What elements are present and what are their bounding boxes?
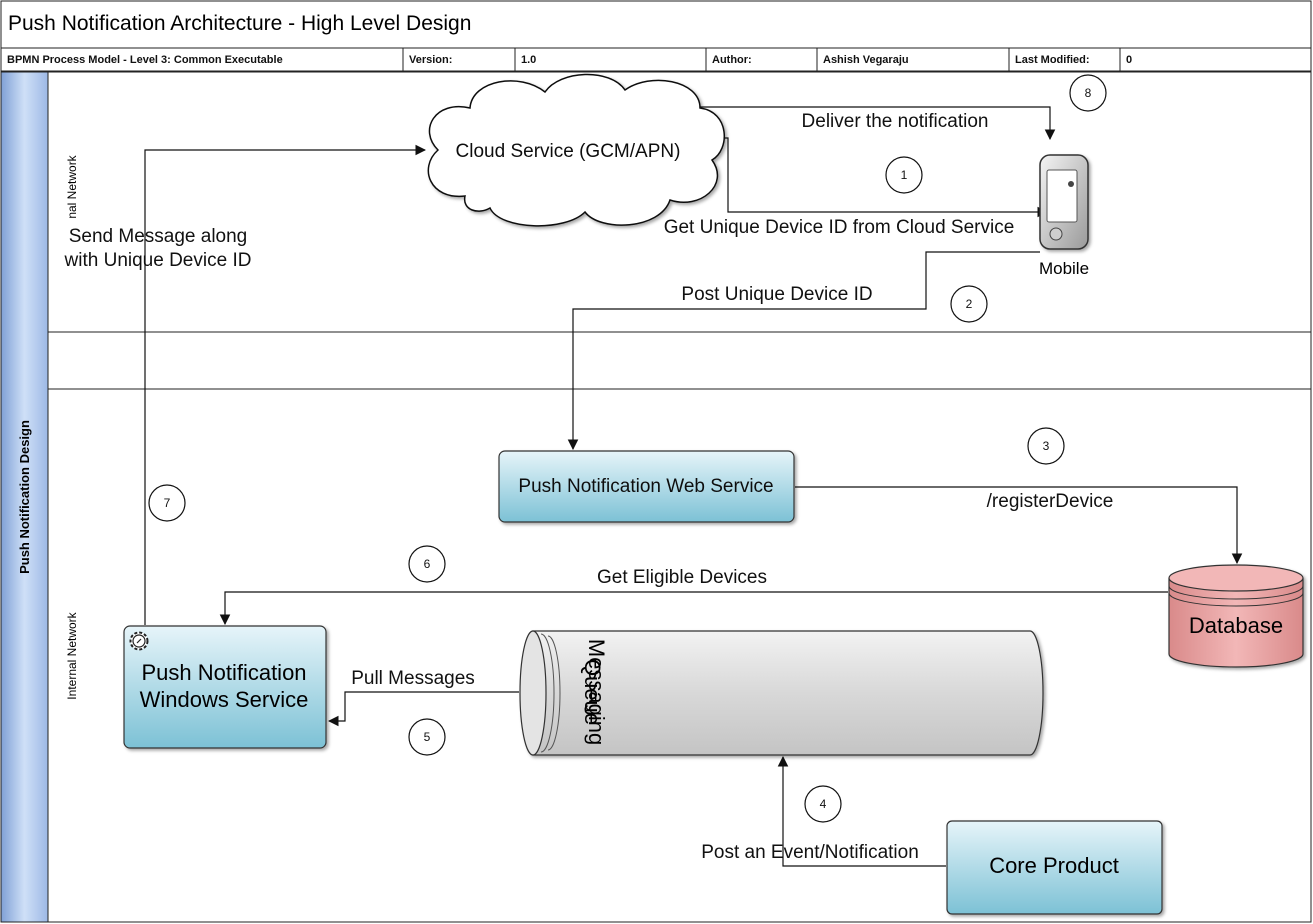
version-label: Version: (409, 54, 452, 66)
step-number: 1 (901, 168, 908, 182)
database: Database (1168, 564, 1304, 668)
send-message-label-line2: with Unique Device ID (64, 250, 252, 271)
database-label: Database (1189, 613, 1283, 638)
step-marker: 3 (1027, 427, 1065, 465)
step-number: 5 (424, 730, 431, 744)
header: Push Notification Architecture - High Le… (0, 0, 1312, 72)
post-id-label: Post Unique Device ID (681, 284, 872, 305)
windows-service-label-line1: Push Notification (141, 660, 306, 685)
windows-service-task: Push Notification Windows Service (123, 625, 327, 749)
mobile-phone-icon: Mobile (1039, 154, 1089, 278)
step-marker: 8 (1069, 74, 1107, 112)
web-service-label: Push Notification Web Service (518, 476, 773, 497)
last-modified-label: Last Modified: (1015, 54, 1090, 66)
windows-service-label-line2: Windows Service (140, 687, 309, 712)
flow-post-event (777, 755, 946, 867)
lane-label-internal: Internal Network (65, 611, 79, 699)
flow-eligible (219, 591, 1168, 626)
queue-label-line1: Messaging (584, 639, 609, 745)
step-marker: 4 (804, 785, 842, 823)
version-value: 1.0 (521, 54, 536, 66)
messaging-queue: Messaging Queue (519, 630, 1044, 756)
core-product-label: Core Product (989, 853, 1119, 878)
mobile-label: Mobile (1039, 259, 1089, 278)
get-id-label: Get Unique Device ID from Cloud Service (664, 217, 1015, 238)
eligible-label: Get Eligible Devices (597, 567, 767, 588)
step-number: 7 (164, 496, 171, 510)
deliver-label: Deliver the notification (802, 111, 989, 132)
step-number: 2 (966, 297, 973, 311)
post-event-label: Post an Event/Notification (701, 842, 919, 863)
page-title: Push Notification Architecture - High Le… (8, 12, 471, 35)
process-model-label: BPMN Process Model - Level 3: Common Exe… (7, 54, 283, 66)
last-modified-value: 0 (1126, 54, 1132, 66)
cloud-service-label: Cloud Service (GCM/APN) (456, 141, 681, 162)
step-marker: 6 (408, 545, 446, 583)
flow-labels: Deliver the notification Get Unique Devi… (64, 111, 1114, 863)
register-label: /registerDevice (987, 491, 1114, 512)
author-value: Ashish Vegaraju (823, 54, 909, 66)
flow-deliver (695, 106, 1056, 141)
send-message-label-line1: Send Message along (69, 226, 248, 247)
cloud-service: Cloud Service (GCM/APN) (427, 73, 725, 227)
step-number: 3 (1043, 439, 1050, 453)
pull-label: Pull Messages (351, 668, 475, 689)
step-number: 8 (1085, 86, 1092, 100)
pool-band (0, 71, 49, 923)
step-marker: 1 (885, 156, 923, 194)
lane-label-external: nal Network (65, 154, 79, 218)
step-number: 6 (424, 557, 431, 571)
flow-send-message (144, 144, 427, 625)
step-marker: 5 (408, 718, 446, 756)
gear-icon (129, 631, 149, 651)
step-marker: 7 (148, 484, 186, 522)
flow-pull (327, 691, 519, 727)
queue-label-line2: Queue (580, 659, 605, 725)
web-service-task: Push Notification Web Service (498, 450, 795, 523)
core-product-task: Core Product (946, 820, 1163, 915)
flow-register (795, 486, 1243, 565)
step-marker: 2 (950, 285, 988, 323)
step-number: 4 (820, 797, 827, 811)
author-label: Author: (712, 54, 752, 66)
step-markers: 1 2 3 4 5 6 7 8 (148, 74, 1107, 823)
pool-name: Push Notification Design (17, 420, 32, 574)
flow-post-id (567, 251, 1040, 451)
